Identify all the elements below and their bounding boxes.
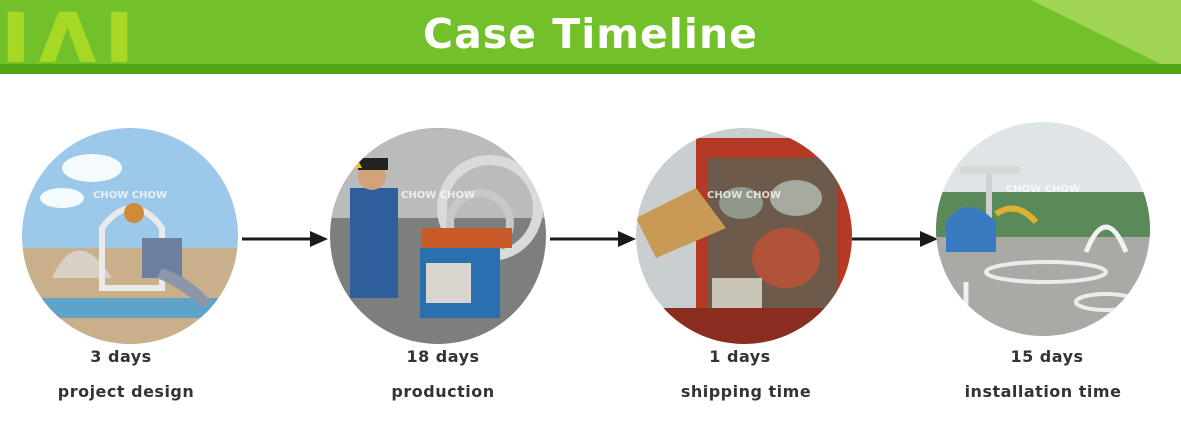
watermark: CHOW CHOW: [707, 190, 781, 201]
installation-site-photo: CHOW CHOW: [936, 122, 1150, 336]
container-loading-photo: CHOW CHOW: [636, 128, 852, 344]
banner-stripe: [0, 64, 1181, 74]
step-label: production: [391, 382, 495, 401]
banner-decoration: ıᴧı: [0, 0, 142, 74]
banner-corner-accent: [1031, 0, 1181, 74]
arrow-right-icon: [242, 231, 328, 247]
step-days: 3 days: [90, 347, 152, 366]
header-banner: ıᴧı Case Timeline: [0, 0, 1181, 74]
timeline-step-installation: CHOW CHOW 15 days installation time: [913, 122, 1173, 401]
timeline-step-shipping: CHOW CHOW 1 days shipping time: [614, 128, 874, 401]
step-days: 15 days: [1010, 347, 1084, 366]
playground-render-photo: CHOW CHOW: [22, 128, 238, 344]
watermark: CHOW CHOW: [401, 190, 475, 201]
step-days: 18 days: [406, 347, 480, 366]
watermark: CHOW CHOW: [93, 190, 167, 201]
arrow-right-icon: [852, 231, 938, 247]
arrow-right-icon: [550, 231, 636, 247]
step-label: project design: [57, 382, 195, 401]
watermark: CHOW CHOW: [1006, 184, 1080, 195]
step-days: 1 days: [709, 347, 771, 366]
step-label: shipping time: [680, 382, 812, 401]
factory-worker-photo: CHOW CHOW: [330, 128, 546, 344]
step-label: installation time: [964, 382, 1122, 401]
timeline-step-design: CHOW CHOW 3 days project design: [0, 128, 260, 401]
page-title: Case Timeline: [423, 10, 758, 58]
timeline-step-production: CHOW CHOW 18 days production: [308, 128, 568, 401]
